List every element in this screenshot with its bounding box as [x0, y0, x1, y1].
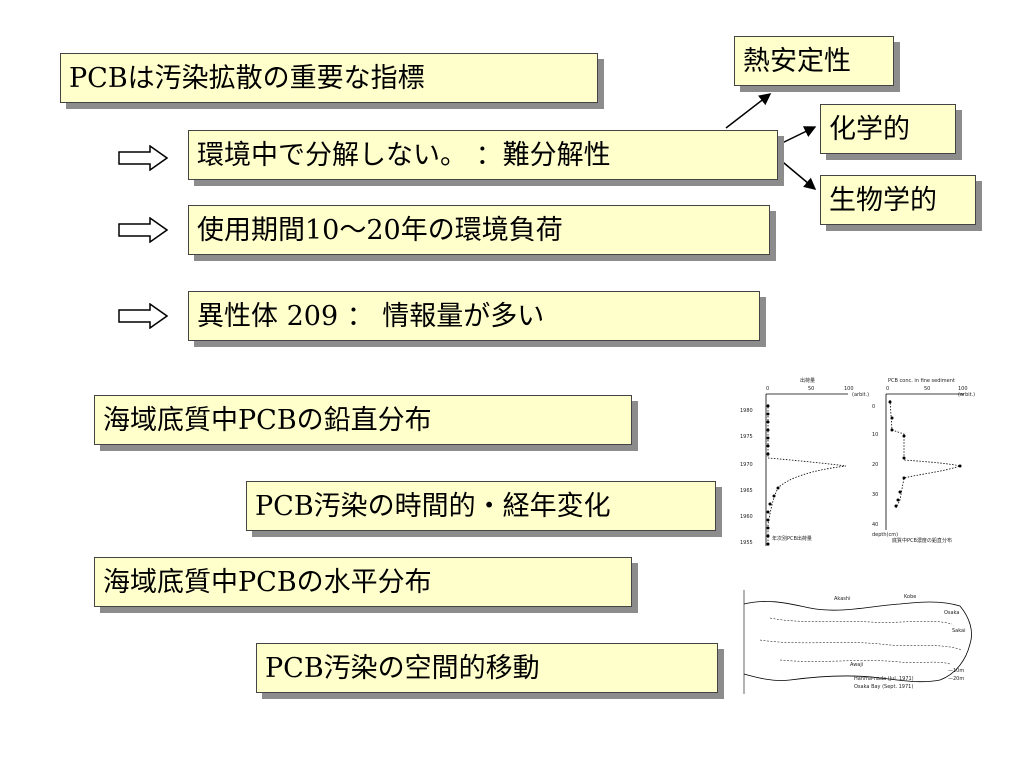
usage-text: 使用期間10～20年の環境負荷 [197, 214, 563, 246]
right-arrow-icon [118, 217, 168, 243]
map-source-note-2: Osaka Bay (Sept. 1971) [854, 684, 913, 690]
right-tick-0: 0 [886, 386, 889, 392]
decomposition-text: 環境中で分解しない。 ：難分解性 [197, 139, 611, 171]
depth-tick-20: 20 [872, 462, 878, 468]
arrow-to-thermal [725, 93, 772, 129]
map-legend-20m: —20m [948, 676, 964, 682]
depth-tick-30: 30 [872, 492, 878, 498]
map-source-note-1: Hanma-nada (Jul. 1971) [854, 676, 914, 682]
left-figure-caption: 年次別PCB出荷量 [772, 535, 812, 542]
left-tick-0: 0 [766, 386, 769, 392]
map-label-akashi: Akashi [834, 596, 850, 602]
arrow-to-chemical [777, 126, 817, 146]
isomers-box: 異性体 209 ： 情報量が多い [188, 291, 760, 341]
biological-box: 生物学的 [820, 175, 976, 225]
thermal-stability-box: 熱安定性 [734, 36, 894, 86]
chemical-box: 化学的 [820, 104, 956, 154]
map-label-kobe: Kobe [904, 594, 916, 600]
decomposition-box: 環境中で分解しない。 ：難分解性 [188, 130, 778, 180]
depth-axis-label: depth(cm) [872, 532, 898, 538]
year-tick-1975: 1975 [740, 434, 753, 440]
temporal-change-text: PCB汚染の時間的・経年変化 [255, 490, 611, 522]
biological-text: 生物学的 [829, 184, 937, 216]
inner-contour-b [759, 639, 963, 651]
temporal-change-box: PCB汚染の時間的・経年変化 [246, 481, 716, 531]
horizontal-distribution-text: 海域底質中PCBの水平分布 [103, 566, 432, 598]
vertical-distribution-box: 海域底質中PCBの鉛直分布 [94, 395, 632, 445]
left-tick-100: 100 [844, 386, 854, 392]
left-unit-label: (arbit.) [852, 392, 869, 398]
right-arrow-icon [118, 145, 168, 171]
left-profile-points [766, 404, 780, 546]
spatial-movement-text: PCB汚染の空間的移動 [265, 652, 540, 684]
map-label-awaji: Awaji [850, 662, 863, 668]
right-profile-curve [889, 399, 962, 509]
depth-tick-0: 0 [872, 404, 875, 410]
main-topic-box: PCBは汚染拡散の重要な指標 [60, 53, 598, 103]
map-label-osaka: Osaka [944, 610, 959, 616]
depth-tick-40: 40 [872, 522, 878, 528]
arrow-to-biological [777, 157, 817, 190]
year-tick-1960: 1960 [740, 514, 753, 520]
chemical-text: 化学的 [829, 113, 910, 145]
inner-contour-c [779, 659, 951, 665]
usage-box: 使用期間10～20年の環境負荷 [188, 205, 770, 255]
right-arrow-icon [118, 303, 168, 329]
right-profile-points [888, 400, 962, 508]
depth-tick-10: 10 [872, 432, 878, 438]
left-figure-title: 出荷量 [800, 377, 815, 384]
thermal-stability-text: 熱安定性 [743, 45, 851, 77]
vertical-distribution-text: 海域底質中PCBの鉛直分布 [103, 404, 432, 436]
right-figure-caption: 底質中PCB濃度の鉛直分布 [892, 537, 952, 544]
left-tick-50: 50 [808, 386, 814, 392]
pcb-profile-figure: 出荷量 PCB conc. in fine sediment 0 50 100 … [732, 374, 990, 552]
year-tick-1970: 1970 [740, 462, 753, 468]
year-tick-1980: 1980 [740, 408, 753, 414]
map-legend-10m: —10m [948, 668, 964, 674]
map-label-sakai: Sakai [952, 628, 966, 634]
year-tick-1955: 1955 [740, 540, 753, 546]
coastline [743, 601, 972, 683]
left-profile-curve [767, 404, 847, 546]
right-unit-label: (arbit.) [958, 392, 975, 398]
right-tick-100: 100 [958, 386, 968, 392]
osaka-bay-map-figure: Kobe Osaka Sakai Akashi Awaji —10m —20m … [730, 584, 992, 698]
horizontal-distribution-box: 海域底質中PCBの水平分布 [94, 557, 632, 607]
inner-contour-a [769, 617, 953, 625]
isomers-text: 異性体 209 ： 情報量が多い [197, 300, 545, 332]
right-figure-title: PCB conc. in fine sediment [888, 378, 955, 384]
spatial-movement-box: PCB汚染の空間的移動 [256, 643, 718, 693]
main-topic-text: PCBは汚染拡散の重要な指標 [69, 62, 425, 94]
right-tick-50: 50 [924, 386, 930, 392]
year-tick-1965: 1965 [740, 488, 753, 494]
